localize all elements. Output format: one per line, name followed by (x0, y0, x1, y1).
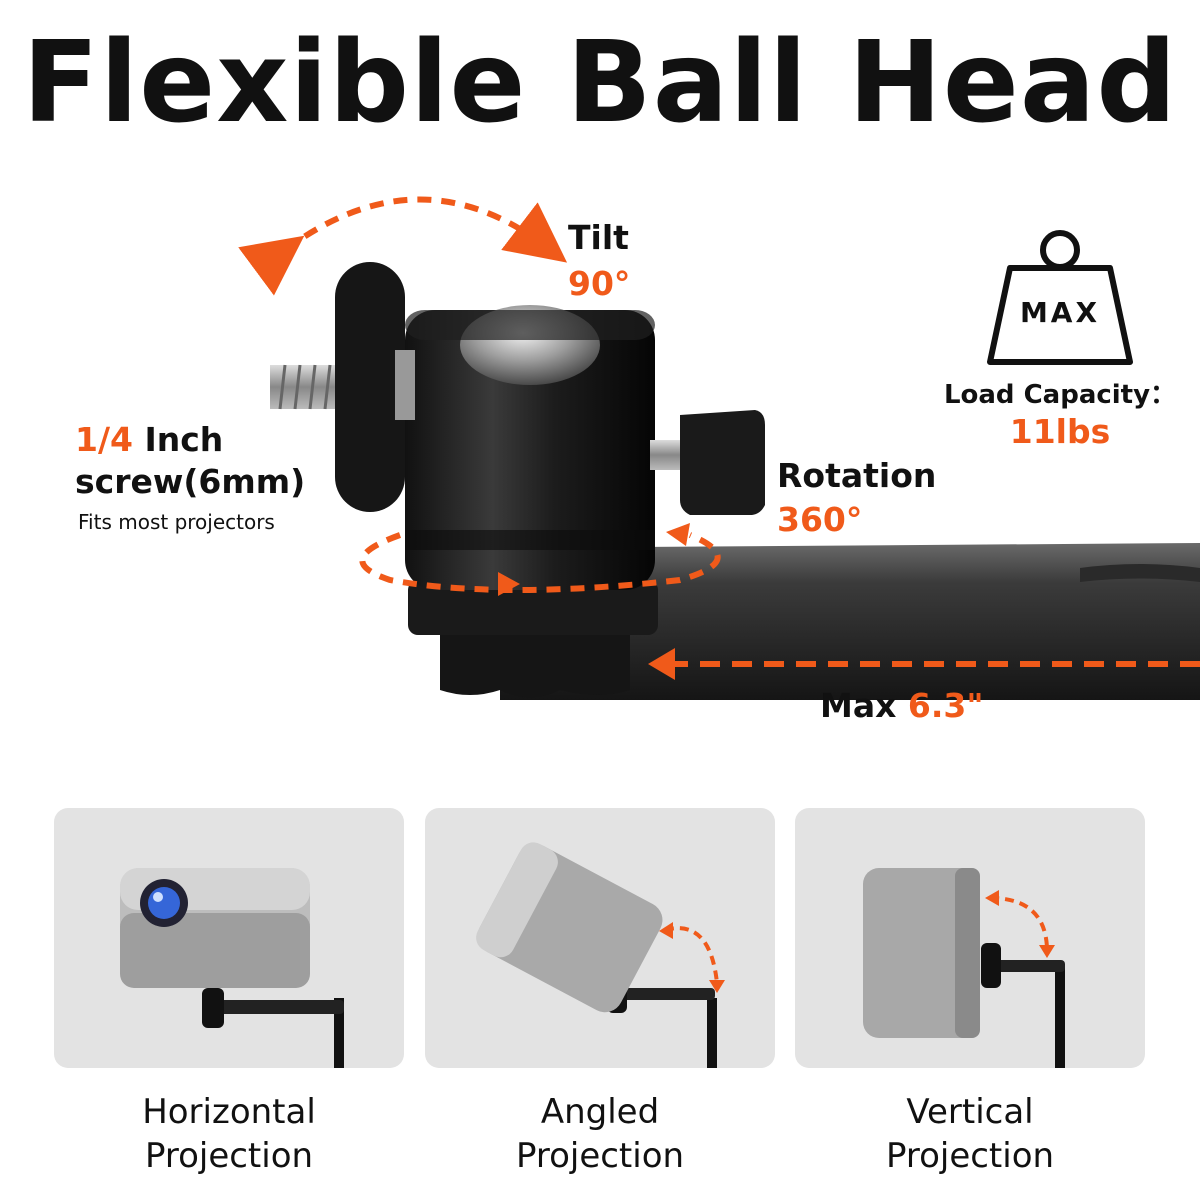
weight-icon (987, 230, 1133, 365)
tilt-value: 90° (568, 264, 631, 303)
screw-spec: screw(6mm) (75, 462, 306, 501)
panel-vertical (795, 808, 1145, 1068)
panel-angled (425, 808, 775, 1068)
caption-vertical-line1: Vertical (906, 1092, 1034, 1132)
extension-value: 6.3" (907, 686, 984, 725)
panel-horizontal (54, 808, 404, 1068)
rotation-value: 360° (777, 500, 863, 539)
rotation-label: Rotation (777, 456, 937, 495)
screw-unit: Inch (132, 420, 224, 459)
extension-label: Max 6.3" (820, 686, 984, 726)
tilt-arrow (238, 196, 568, 296)
ball-head-body (405, 310, 655, 590)
load-capacity-value: 11lbs (1009, 412, 1111, 451)
tilt-label: Tilt (568, 218, 629, 257)
extension-prefix: Max (820, 686, 908, 725)
caption-vertical-line2: Projection (885, 1136, 1055, 1176)
rotation-arrow (359, 532, 721, 593)
base-knob (440, 630, 630, 698)
screw-label: 1/4 Inch (75, 420, 223, 460)
angled-projector-illustration (476, 842, 725, 1068)
caption-angled-line1: Angled (540, 1092, 660, 1132)
vertical-projector-illustration (863, 868, 1065, 1068)
max-icon-text: MAX (1019, 296, 1101, 329)
load-capacity-label: Load Capacity： (943, 380, 1177, 410)
mount-disc (335, 262, 405, 512)
screw-note: Fits most projectors (78, 510, 275, 534)
caption-angled-line2: Projection (515, 1136, 685, 1176)
screw-size: 1/4 (75, 420, 133, 459)
page-title: Flexible Ball Head (22, 18, 1178, 148)
caption-horizontal-line2: Projection (144, 1136, 314, 1176)
horizontal-projector-illustration (120, 868, 344, 1068)
caption-horizontal-line1: Horizontal (142, 1092, 316, 1132)
lock-knob (680, 410, 765, 515)
ball-head-illustration (238, 196, 1200, 700)
